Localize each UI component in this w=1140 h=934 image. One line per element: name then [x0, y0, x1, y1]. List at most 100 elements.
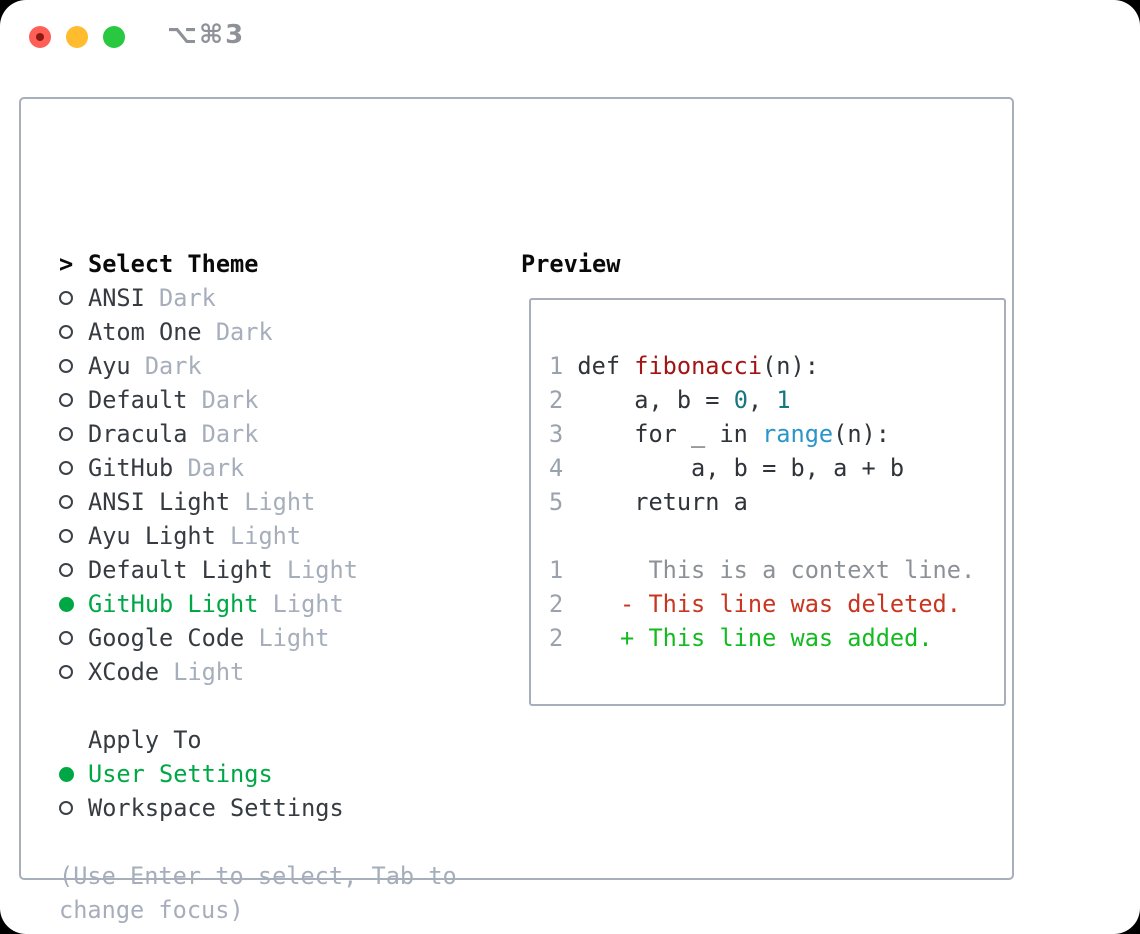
radio-icon	[59, 393, 73, 407]
theme-option[interactable]: Workspace Settings	[59, 791, 457, 825]
code-segment: (n):	[833, 420, 890, 448]
zoom-button[interactable]	[103, 26, 125, 48]
option-label: Ayu	[88, 352, 131, 380]
option-label: XCode	[88, 658, 160, 686]
variant-label: Dark	[130, 352, 202, 380]
code-segment: 0	[733, 386, 748, 414]
line-number: 2	[549, 624, 564, 652]
code-segment: a, b = b, a + b	[563, 454, 905, 482]
line-number: 2	[549, 590, 564, 618]
radio-icon	[59, 359, 73, 373]
code-segment: This is a context line.	[563, 556, 976, 584]
theme-option[interactable]: ANSI Light Light	[59, 485, 457, 519]
line-number: 1	[549, 352, 564, 380]
code-segment: - This line was deleted.	[563, 590, 961, 618]
theme-option[interactable]: Atom One Dark	[59, 315, 457, 349]
variant-label: Light	[159, 658, 245, 686]
theme-option[interactable]: GitHub Light Light	[59, 587, 457, 621]
variant-label: Dark	[187, 420, 259, 448]
line-number: 1	[549, 556, 564, 584]
code-line: 1 This is a context line.	[549, 553, 975, 587]
code-segment: a, b =	[563, 386, 734, 414]
code-segment: for _ in	[563, 420, 763, 448]
code-line	[549, 519, 975, 553]
radio-icon	[59, 631, 73, 645]
option-label: Dracula	[88, 420, 188, 448]
code-line: 4 a, b = b, a + b	[549, 451, 975, 485]
radio-icon	[59, 461, 73, 475]
option-label: Default	[88, 386, 188, 414]
apply-to-header: Apply To	[59, 723, 457, 757]
option-label: GitHub	[88, 454, 174, 482]
code-segment: range	[762, 420, 834, 448]
theme-option[interactable]: Dracula Dark	[59, 417, 457, 451]
code-line: 5 return a	[549, 485, 975, 519]
line-number: 3	[549, 420, 564, 448]
option-label: User Settings	[88, 760, 273, 788]
hint-line: (Use Enter to select, Tab to	[59, 862, 457, 890]
radio-icon	[59, 427, 73, 441]
radio-icon	[59, 325, 73, 339]
code-segment: fibonacci	[634, 352, 763, 380]
theme-list-header: > Select Theme	[59, 247, 457, 281]
code-segment: + This line was added.	[563, 624, 933, 652]
radio-selected-icon	[59, 596, 74, 612]
hint-line: change focus)	[59, 896, 244, 924]
radio-icon	[59, 563, 73, 577]
theme-option[interactable]: Google Code Light	[59, 621, 457, 655]
variant-label: Dark	[144, 284, 216, 312]
theme-option[interactable]: Ayu Light Light	[59, 519, 457, 553]
option-label: ANSI	[88, 284, 145, 312]
minimize-button[interactable]	[66, 26, 88, 48]
code-segment: ,	[747, 386, 777, 414]
variant-label: Dark	[201, 318, 273, 346]
radio-icon	[59, 291, 73, 305]
unsaved-dot-icon	[36, 33, 44, 41]
theme-option[interactable]: Ayu Dark	[59, 349, 457, 383]
theme-list-title: Select Theme	[88, 250, 259, 278]
hint-text: (Use Enter to select, Tab to change focu…	[59, 859, 457, 927]
option-label: ANSI Light	[88, 488, 231, 516]
option-label: Google Code	[88, 624, 245, 652]
window-shortcut-label: ⌥⌘3	[167, 20, 246, 50]
variant-label: Light	[230, 488, 316, 516]
option-label: Default Light	[88, 556, 273, 584]
option-label: Atom One	[88, 318, 202, 346]
variant-label: Light	[215, 522, 302, 550]
line-number: 4	[549, 454, 564, 482]
code-segment: (n):	[762, 352, 819, 380]
line-number: 2	[549, 386, 564, 414]
theme-option[interactable]: ANSI Dark	[59, 281, 457, 315]
option-label: Workspace Settings	[88, 794, 344, 822]
variant-label: Light	[258, 590, 344, 618]
code-line: 2 + This line was added.	[549, 621, 975, 655]
variant-label: Dark	[173, 454, 245, 482]
line-number: 5	[549, 488, 564, 516]
variant-label: Dark	[187, 386, 259, 414]
theme-option[interactable]: Default Light Light	[59, 553, 457, 587]
code-segment: 1	[776, 386, 791, 414]
radio-icon	[59, 665, 73, 679]
theme-option[interactable]: GitHub Dark	[59, 451, 457, 485]
code-line: 3 for _ in range(n):	[549, 417, 975, 451]
theme-option[interactable]: User Settings	[59, 757, 457, 791]
close-button[interactable]	[29, 26, 51, 48]
radio-icon	[59, 529, 73, 543]
cursor-icon: >	[59, 250, 74, 278]
code-line: 1 def fibonacci(n):	[549, 349, 975, 383]
option-label: Ayu Light	[88, 522, 216, 550]
theme-option[interactable]: Default Dark	[59, 383, 457, 417]
code-line: 2 - This line was deleted.	[549, 587, 975, 621]
variant-label: Light	[244, 624, 330, 652]
code-segment: def	[563, 352, 635, 380]
code-line: 2 a, b = 0, 1	[549, 383, 975, 417]
theme-option[interactable]: XCode Light	[59, 655, 457, 689]
code-segment: return a	[563, 488, 748, 516]
variant-label: Light	[272, 556, 358, 584]
option-label: GitHub Light	[88, 590, 259, 618]
